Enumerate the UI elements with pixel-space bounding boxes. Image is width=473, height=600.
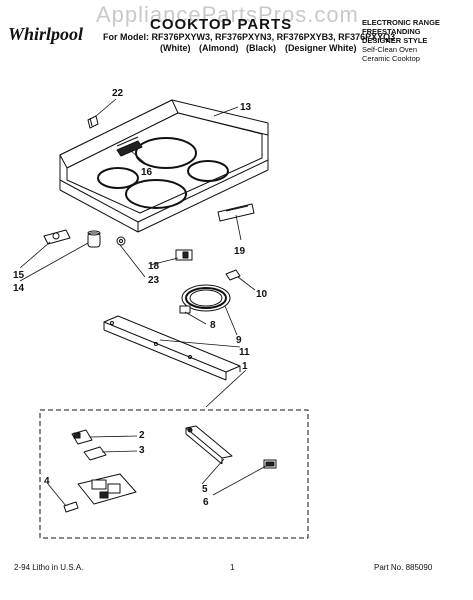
callout-11: 11 xyxy=(239,347,250,358)
bracket-22 xyxy=(87,115,99,129)
color-white: (White) xyxy=(160,43,191,53)
model-numbers: RF376PXYW3, RF376PXYN3, RF376PXYB3, RF37… xyxy=(151,32,396,42)
footer-page-number: 1 xyxy=(230,563,235,572)
spacer-14 xyxy=(87,230,101,248)
color-almond: (Almond) xyxy=(199,43,239,53)
for-model-label: For Model: xyxy=(103,32,149,42)
callout-16: 16 xyxy=(141,167,153,178)
callout-2: 2 xyxy=(139,430,145,441)
callout-9: 9 xyxy=(236,335,242,346)
watermark: AppliancePartsPros.com xyxy=(96,2,359,27)
color-black: (Black) xyxy=(246,43,277,53)
footer-print-info: 2-94 Litho in U.S.A. xyxy=(14,563,84,572)
bracket-19 xyxy=(217,203,255,222)
whirlpool-logo: Whirlpool xyxy=(8,24,84,44)
switch-18 xyxy=(175,249,193,261)
clip-10 xyxy=(225,269,241,281)
page-title: COOKTOP PARTS xyxy=(150,16,293,33)
callout-5: 5 xyxy=(202,484,208,495)
control-module-4 xyxy=(63,473,137,513)
model-line: For Model: RF376PXYW3, RF376PXYN3, RF376… xyxy=(103,32,395,42)
callout-18: 18 xyxy=(148,261,160,272)
clip-6 xyxy=(263,459,277,469)
info-line-4: Self-Clean Oven xyxy=(362,45,418,54)
callout-3: 3 xyxy=(139,445,145,456)
footer-part-number: Part No. 885090 xyxy=(374,563,433,572)
callout-10: 10 xyxy=(256,289,268,300)
callout-23: 23 xyxy=(148,275,160,286)
heating-element xyxy=(179,284,231,314)
info-line-3: DESIGNER STYLE xyxy=(362,36,428,45)
info-line-2: FREESTANDING xyxy=(362,27,421,36)
callout-6: 6 xyxy=(203,497,209,508)
support-rail xyxy=(103,315,241,381)
info-line-1: ELECTRONIC RANGE xyxy=(362,18,440,27)
assembly-box xyxy=(39,409,309,539)
insulator-3 xyxy=(83,446,107,461)
color-designer-white: (Designer White) xyxy=(285,43,357,53)
callout-8: 8 xyxy=(210,320,216,331)
callout-15: 15 xyxy=(13,270,25,281)
callout-19: 19 xyxy=(234,246,246,257)
callout-1: 1 xyxy=(242,361,248,372)
callout-14: 14 xyxy=(13,283,25,294)
callout-13: 13 xyxy=(240,102,252,113)
info-line-5: Ceramic Cooktop xyxy=(362,54,420,63)
switch-2 xyxy=(71,429,93,445)
bracket-5 xyxy=(185,425,233,465)
cooktop-assembly xyxy=(59,99,269,233)
callout-4: 4 xyxy=(44,476,50,487)
clip-15 xyxy=(43,229,71,245)
nut-23 xyxy=(116,236,126,246)
callout-22: 22 xyxy=(112,88,124,99)
